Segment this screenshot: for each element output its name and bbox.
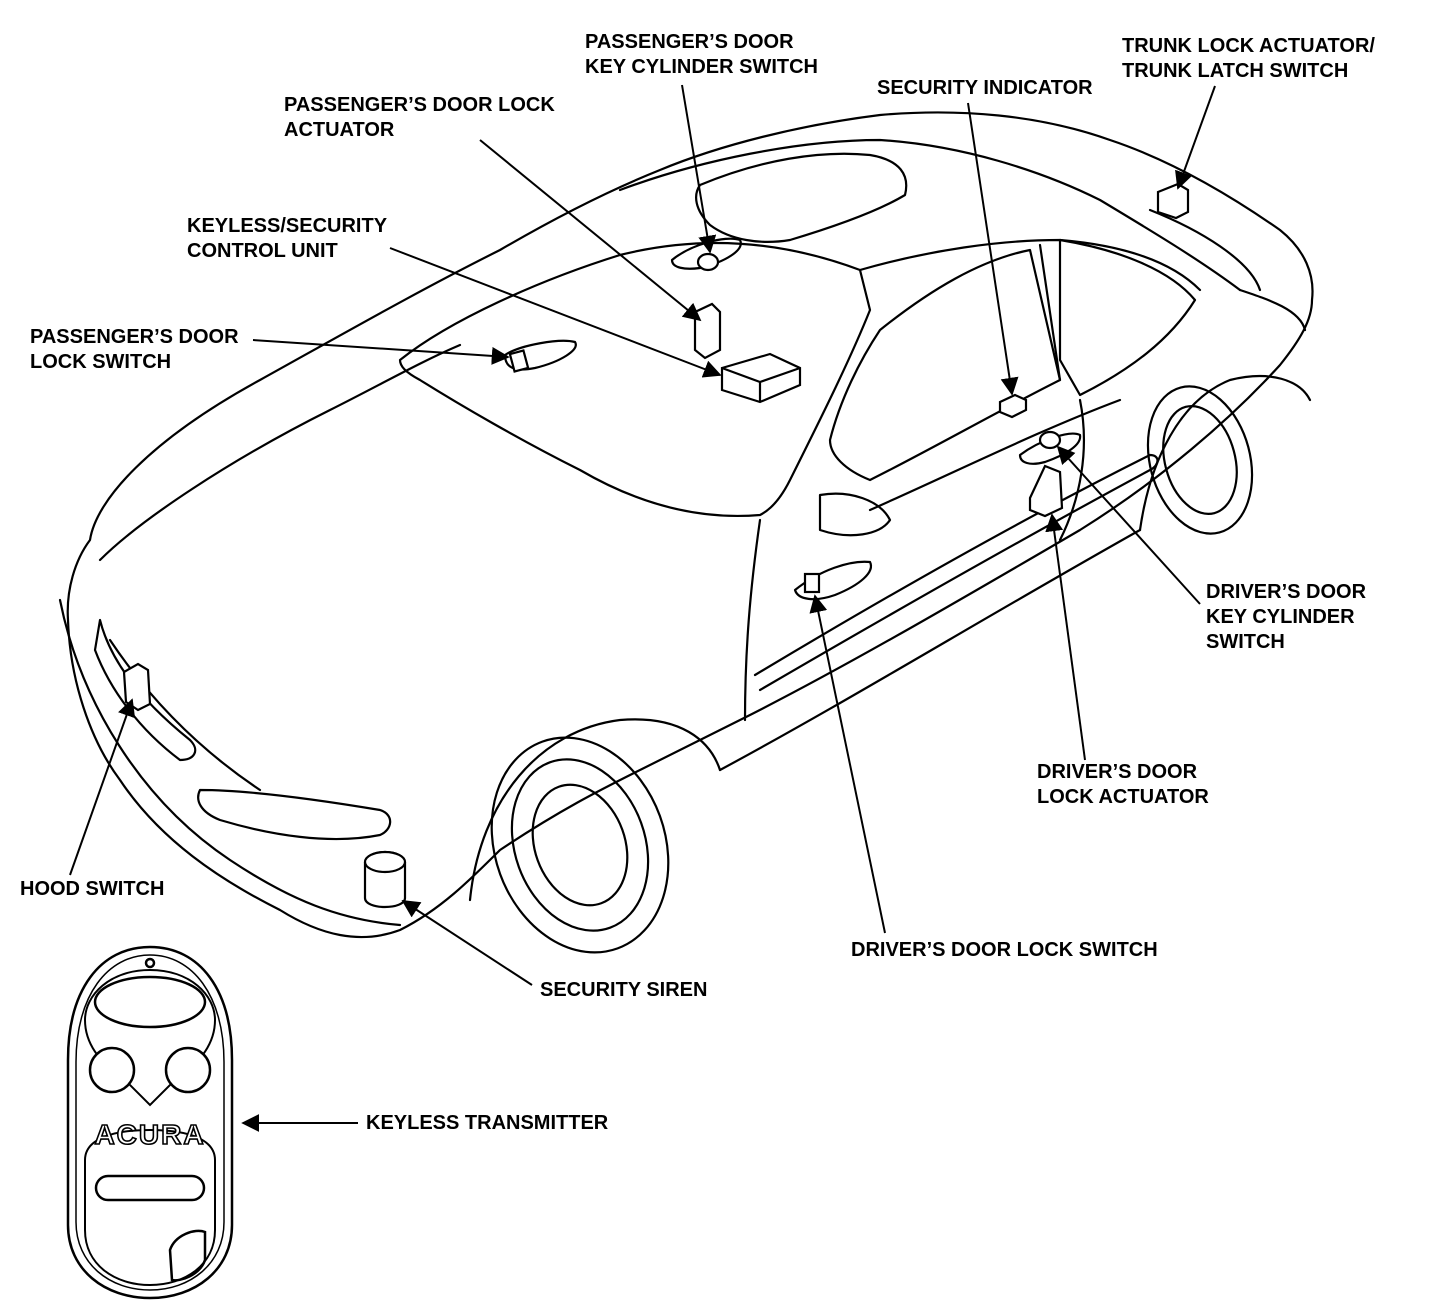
trunk-button xyxy=(94,1174,206,1202)
arrow-trunk-lock xyxy=(1175,85,1216,190)
arrow-passenger-lock-switch xyxy=(252,339,510,365)
led-indicator xyxy=(144,957,156,969)
label-passenger-lock-switch: PASSENGER’S DOOR LOCK SWITCH xyxy=(30,326,239,373)
label-security-indicator: SECURITY INDICATOR xyxy=(877,77,1093,99)
hood-switch-block xyxy=(122,662,152,712)
label-driver-key-cylinder: DRIVER’S DOOR KEY CYLINDER SWITCH xyxy=(1206,581,1367,653)
arrow-passenger-lock-actuator xyxy=(479,139,702,322)
security-siren-block xyxy=(363,850,407,909)
label-passenger-lock-actuator: PASSENGER’S DOOR LOCK ACTUATOR xyxy=(284,94,555,141)
label-driver-lock-actuator: DRIVER’S DOOR LOCK ACTUATOR xyxy=(1037,761,1209,808)
label-control-unit: KEYLESS/SECURITY CONTROL UNIT xyxy=(187,215,388,262)
keyless-transmitter: ACURA xyxy=(66,945,234,1300)
unlock-button xyxy=(164,1046,212,1094)
label-keyless-transmitter: KEYLESS TRANSMITTER xyxy=(366,1112,609,1134)
label-trunk-lock: TRUNK LOCK ACTUATOR/ TRUNK LATCH SWITCH xyxy=(1122,35,1375,82)
driver-lock-actuator-block xyxy=(1028,464,1064,518)
passenger-key-cylinder-block xyxy=(696,252,720,272)
passenger-lock-actuator-block xyxy=(693,302,722,360)
car-outline xyxy=(58,111,1314,954)
transmitter-brand: ACURA xyxy=(94,1119,205,1150)
arrow-control-unit xyxy=(389,247,722,378)
label-security-siren: SECURITY SIREN xyxy=(540,979,708,1001)
label-passenger-key-cylinder: PASSENGER’S DOOR KEY CYLINDER SWITCH xyxy=(585,31,818,78)
components xyxy=(122,182,1190,909)
passenger-lock-switch-block xyxy=(508,349,530,373)
arrow-security-indicator xyxy=(967,102,1019,396)
arrow-passenger-key-cylinder xyxy=(681,84,717,254)
panic-button xyxy=(93,975,207,1029)
arrow-hood-switch xyxy=(69,698,136,876)
leader-lines xyxy=(69,84,1216,1132)
control-unit-box xyxy=(720,352,802,404)
label-hood-switch: HOOD SWITCH xyxy=(20,878,165,900)
lock-button xyxy=(88,1046,136,1094)
label-driver-lock-switch: DRIVER’S DOOR LOCK SWITCH xyxy=(851,939,1158,961)
arrow-driver-lock-actuator xyxy=(1045,513,1086,761)
driver-key-cylinder-block xyxy=(1038,430,1062,450)
driver-lock-switch-block xyxy=(803,572,821,594)
security-indicator-block xyxy=(998,393,1028,419)
trunk-lock-block xyxy=(1156,182,1190,220)
arrow-security-siren xyxy=(401,900,533,986)
arrow-driver-key-cylinder xyxy=(1056,445,1201,605)
arrow-driver-lock-switch xyxy=(809,594,886,934)
